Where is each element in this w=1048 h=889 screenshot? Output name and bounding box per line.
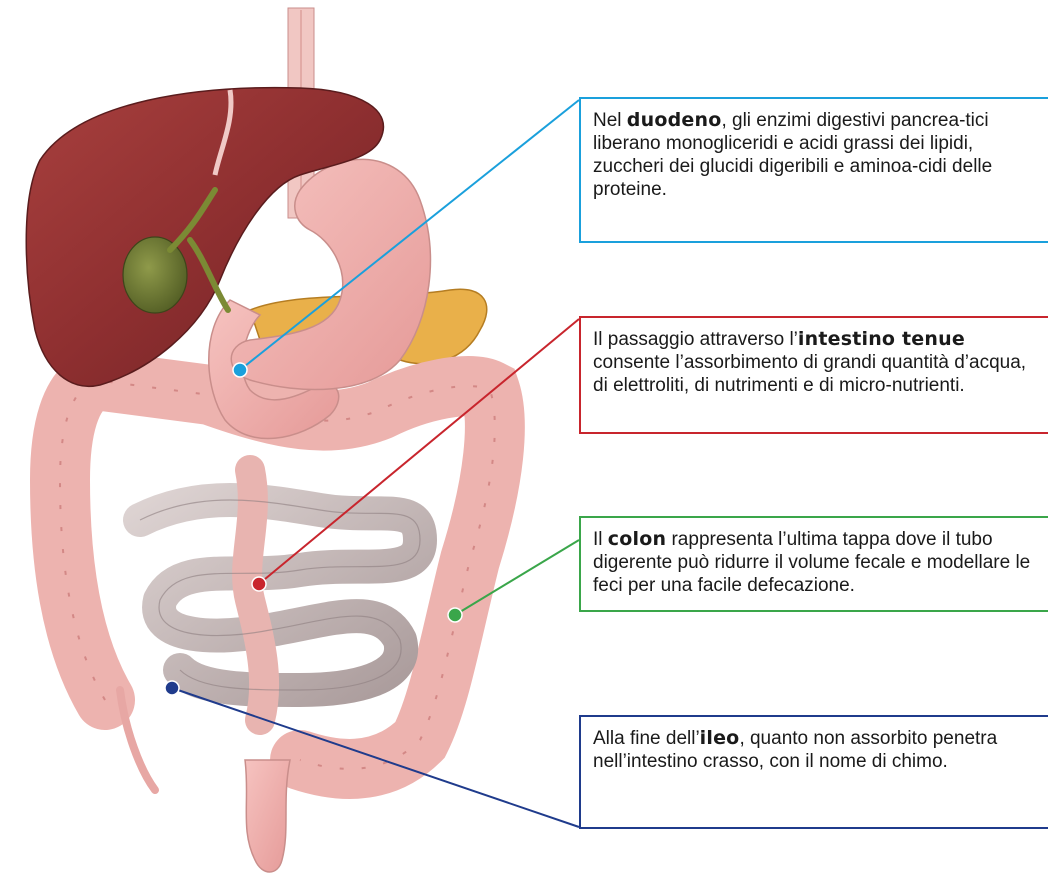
callout-intestino-tenue: Il passaggio attraverso l’intestino tenu…: [579, 316, 1048, 434]
callout-colon-text: Il colon rappresenta l’ultima tappa dove…: [593, 528, 1036, 597]
callout-duodeno: Nel duodeno, gli enzimi digestivi pancre…: [579, 97, 1048, 243]
small-intestine: [140, 470, 420, 720]
callout-duodeno-keyword: duodeno: [627, 109, 722, 131]
gallbladder: [123, 237, 187, 313]
callout-ileo-text: Alla fine dell’ileo, quanto non assorbit…: [593, 727, 1036, 773]
marker-colon: [448, 608, 462, 622]
marker-intestino-tenue: [252, 577, 266, 591]
callout-colon-keyword: colon: [608, 528, 666, 550]
leader-line-ileo: [172, 688, 579, 827]
callout-intestino-tenue-pre: Il passaggio attraverso l’: [593, 329, 798, 350]
appendix: [120, 690, 155, 790]
callout-ileo: Alla fine dell’ileo, quanto non assorbit…: [579, 715, 1048, 829]
rectum: [245, 760, 290, 872]
callout-ileo-keyword: ileo: [700, 727, 740, 749]
marker-duodeno: [233, 363, 247, 377]
callout-duodeno-text: Nel duodeno, gli enzimi digestivi pancre…: [593, 109, 1036, 201]
callout-ileo-pre: Alla fine dell’: [593, 728, 700, 749]
callout-duodeno-pre: Nel: [593, 110, 627, 131]
callout-colon-pre: Il: [593, 529, 608, 550]
marker-ileo: [165, 681, 179, 695]
callout-intestino-tenue-keyword: intestino tenue: [798, 328, 965, 350]
callout-colon: Il colon rappresenta l’ultima tappa dove…: [579, 516, 1048, 612]
callout-intestino-tenue-text: Il passaggio attraverso l’intestino tenu…: [593, 328, 1036, 397]
callout-intestino-tenue-post: consente l’assorbimento di grandi quanti…: [593, 352, 1026, 396]
